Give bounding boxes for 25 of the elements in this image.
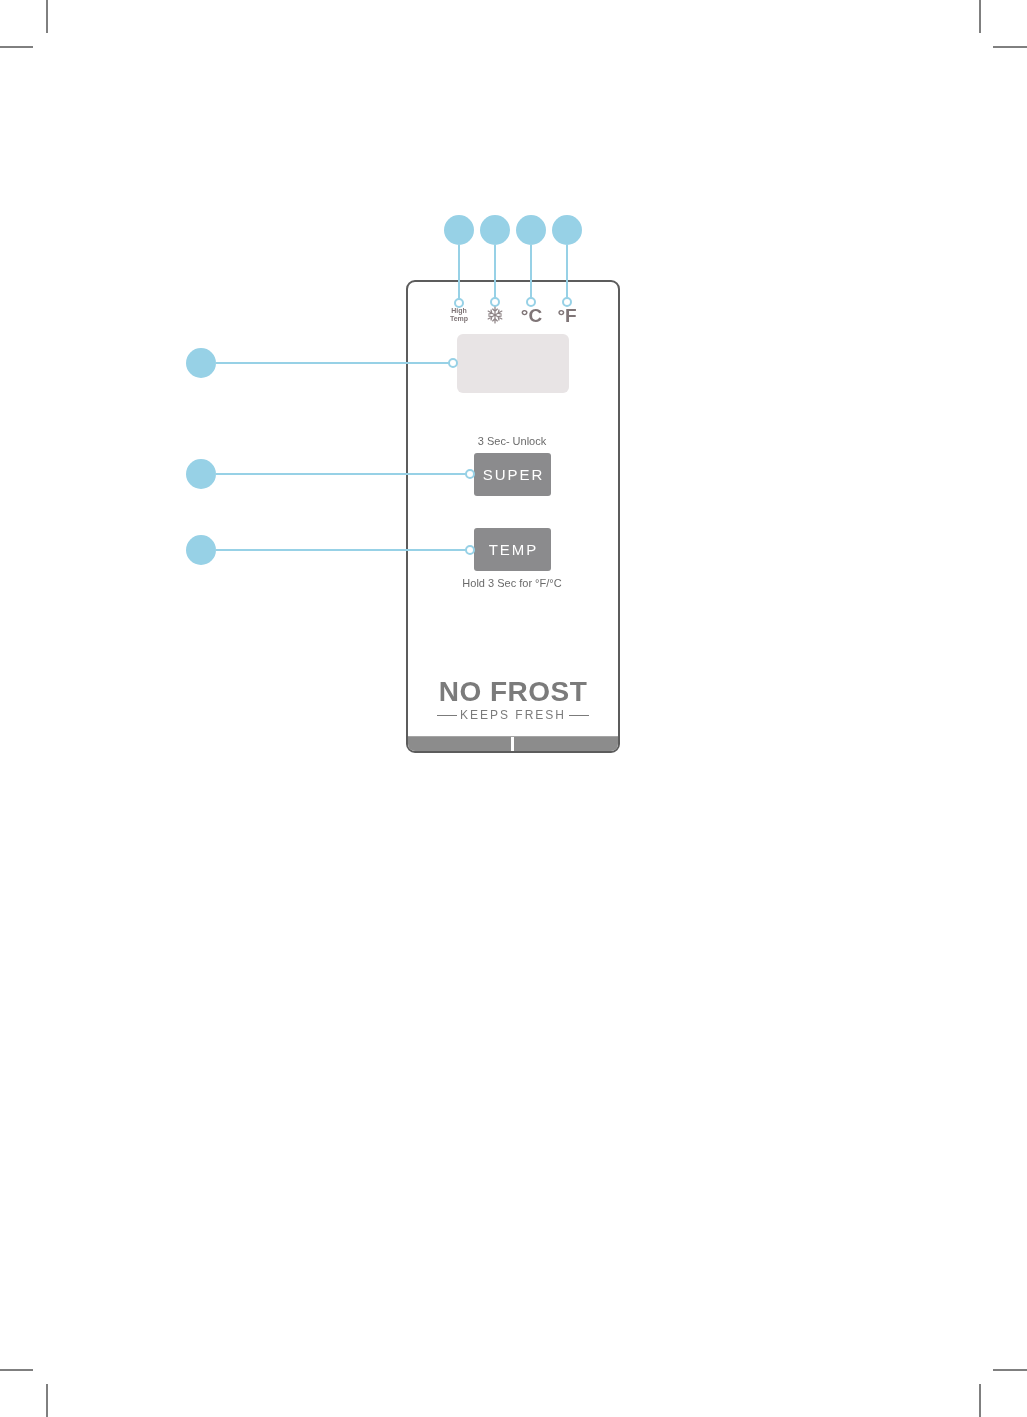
button: SUPER: [474, 453, 551, 496]
callout-circle: [444, 215, 474, 245]
snowflake-icon: [486, 306, 504, 324]
callout-circle: [186, 348, 216, 378]
feature-heading: NO FROST: [437, 675, 589, 709]
indicator-label: °C: [519, 306, 544, 326]
leader-line: [562, 244, 572, 307]
callout-circle: [552, 215, 582, 245]
tagline: KEEPS FRESH: [428, 708, 598, 723]
leader-line: [215, 469, 475, 479]
button-caption: 3 Sec- Unlock: [476, 434, 548, 448]
leader-line: [215, 358, 458, 368]
indicator-label: °F: [555, 306, 579, 326]
callout-circle: [516, 215, 546, 245]
leader-line: [454, 244, 464, 308]
leader-line: [490, 244, 500, 307]
button: TEMP: [474, 528, 551, 571]
display-screen: [457, 334, 569, 393]
leader-line: [526, 244, 536, 307]
callout-circle: [186, 535, 216, 565]
button-caption: Hold 3 Sec for °F/°C: [461, 576, 563, 590]
control-panel: [406, 280, 620, 753]
callout-circle: [186, 459, 216, 489]
callout-circle: [480, 215, 510, 245]
leader-line: [215, 545, 475, 555]
